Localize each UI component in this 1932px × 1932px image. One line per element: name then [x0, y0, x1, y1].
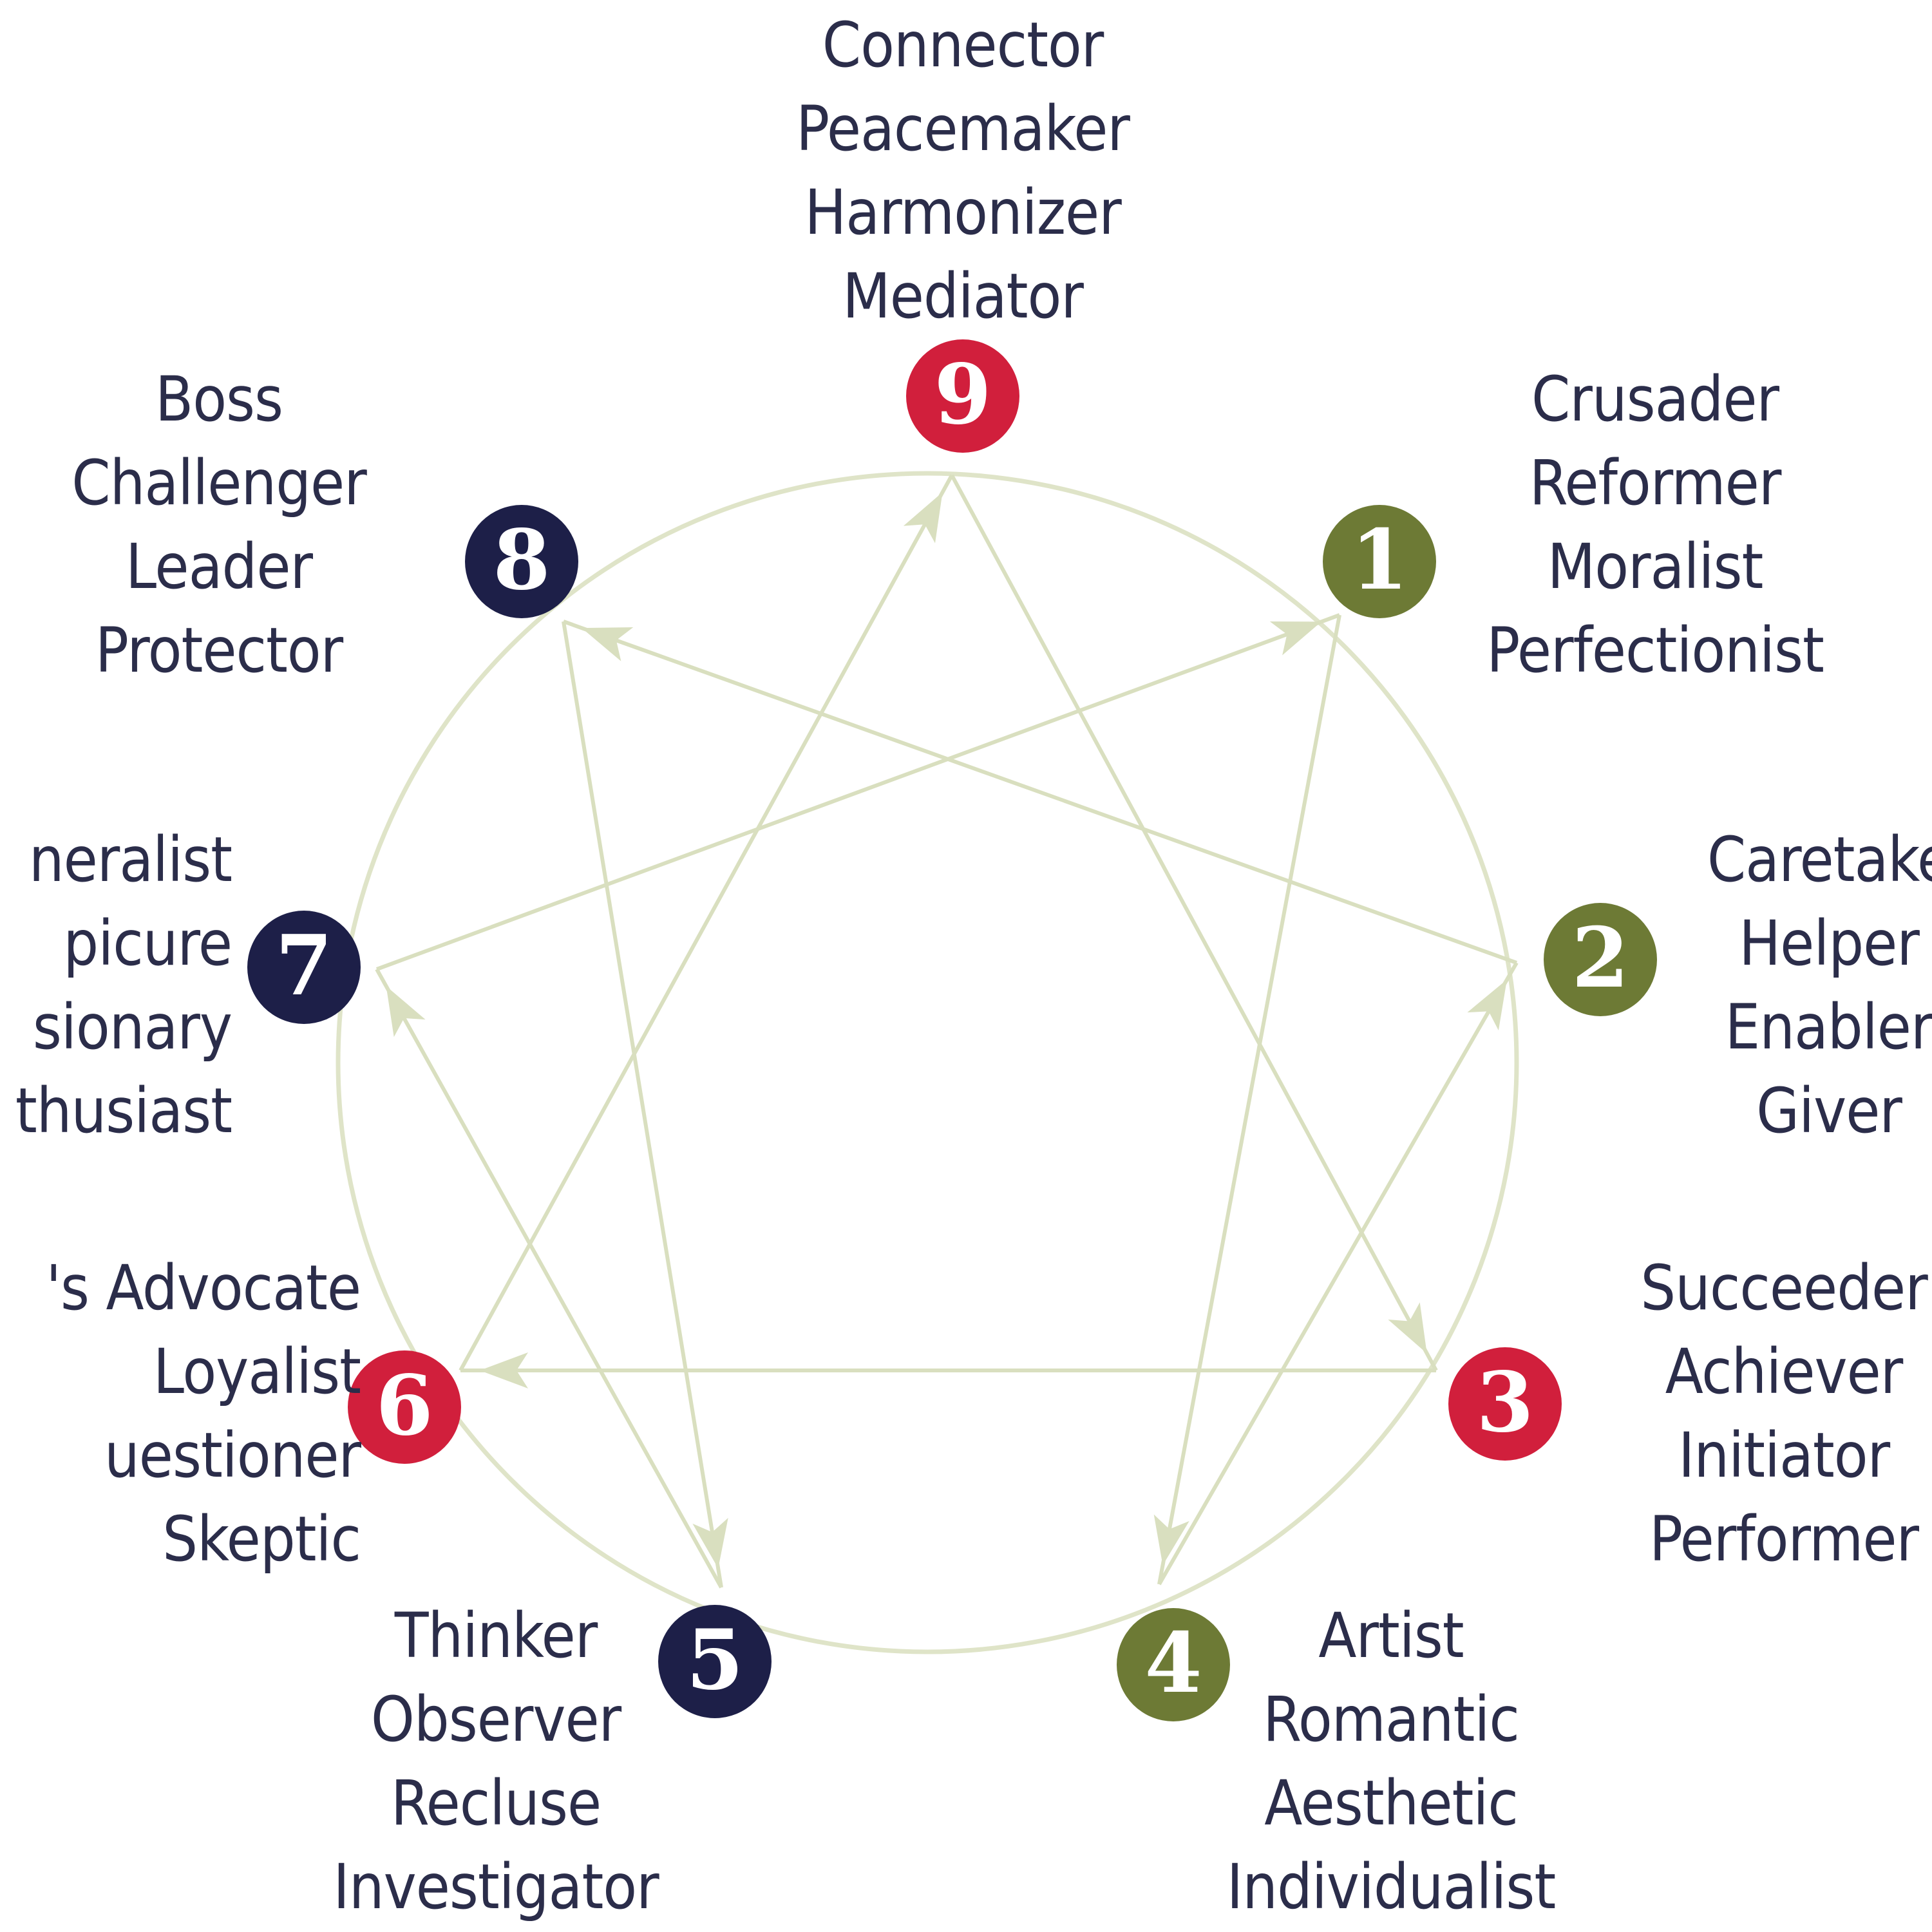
type-node-2: 2 — [1544, 903, 1657, 1016]
type-8-label: Leader — [126, 531, 313, 603]
type-5-label: Recluse — [390, 1767, 601, 1839]
type-7-label: sionary — [32, 991, 232, 1063]
type-node-circle-7 — [247, 911, 361, 1024]
type-7-label: neralist — [28, 824, 232, 896]
type-4-label: Artist — [1318, 1600, 1464, 1672]
type-8-label: Challenger — [71, 447, 366, 519]
type-5-label: Observer — [370, 1683, 621, 1756]
type-8-label: Protector — [95, 614, 343, 687]
type-9-label: Peacemaker — [796, 93, 1130, 165]
type-node-circle-3 — [1448, 1347, 1562, 1461]
type-4-label: Individualist — [1226, 1851, 1557, 1923]
type-number-6: 6 — [375, 1358, 433, 1454]
type-number-1: 1 — [1350, 512, 1408, 609]
type-number-4: 4 — [1144, 1615, 1202, 1712]
type-number-3: 3 — [1476, 1354, 1533, 1451]
arrowhead-4-to-2 — [1467, 980, 1507, 1030]
type-1-label: Perfectionist — [1486, 614, 1824, 687]
type-9-label: Mediator — [842, 260, 1084, 332]
type-3-label: Achiever — [1665, 1336, 1904, 1408]
arrowhead-5-to-7 — [386, 986, 426, 1037]
arrowhead-9-to-3 — [1388, 1302, 1427, 1354]
connection-line-9-to-3 — [950, 474, 1438, 1372]
type-6-label: 's Advocate — [46, 1252, 361, 1324]
type-1-label: Reformer — [1529, 447, 1782, 519]
type-6-label: Skeptic — [162, 1503, 361, 1575]
type-node-5: 5 — [658, 1605, 772, 1718]
enneagram-ring — [336, 471, 1519, 1654]
type-7-labels: neralist picure sionary thusiast — [0, 818, 232, 1153]
connection-lines — [375, 474, 1519, 1589]
type-7-label: thusiast — [15, 1075, 232, 1147]
type-9-label: Harmonizer — [804, 176, 1121, 249]
type-node-circle-9 — [906, 339, 1019, 453]
arrowhead-7-to-1 — [1269, 621, 1321, 656]
type-6-label: uestioner — [104, 1419, 361, 1492]
connection-line-2-to-8 — [562, 620, 1518, 965]
type-node-9: 9 — [906, 339, 1019, 453]
connection-line-6-to-9 — [459, 474, 954, 1372]
type-6-label: Loyalist — [153, 1336, 361, 1408]
type-4-label: Romantic — [1263, 1683, 1520, 1756]
type-number-8: 8 — [493, 512, 550, 609]
type-2-label: Giver — [1756, 1075, 1902, 1147]
type-3-label: Initiator — [1678, 1419, 1890, 1492]
arrowhead-8-to-5 — [692, 1517, 728, 1569]
connection-line-8-to-5 — [562, 621, 723, 1588]
type-2-label: Caretake — [1707, 824, 1932, 896]
connection-line-5-to-7 — [375, 968, 723, 1589]
type-9-label: Connector — [822, 9, 1104, 81]
type-node-circle-6 — [348, 1350, 461, 1464]
type-node-circle-5 — [658, 1605, 772, 1718]
type-node-circle-8 — [465, 505, 578, 618]
type-1-label: Crusader — [1531, 363, 1779, 435]
type-node-1: 1 — [1323, 505, 1436, 618]
type-nodes: 9 1 2 3 4 5 6 7 8 — [247, 339, 1657, 1721]
type-number-7: 7 — [275, 918, 332, 1014]
type-number-9: 9 — [934, 346, 991, 443]
type-node-circle-2 — [1544, 903, 1657, 1016]
type-8-label: Boss — [155, 363, 283, 435]
type-node-circle-1 — [1323, 505, 1436, 618]
connection-line-4-to-2 — [1157, 961, 1519, 1586]
arrowhead-3-to-6 — [480, 1352, 528, 1388]
type-number-5: 5 — [686, 1612, 743, 1709]
connection-arrows — [386, 492, 1507, 1569]
type-node-7: 7 — [247, 911, 361, 1024]
type-3-label: Performer — [1649, 1503, 1919, 1575]
type-node-6: 6 — [348, 1350, 461, 1464]
type-4-label: Aesthetic — [1264, 1767, 1519, 1839]
arrowhead-1-to-4 — [1153, 1514, 1189, 1566]
type-node-8: 8 — [465, 505, 578, 618]
type-2-label: Enabler — [1725, 991, 1932, 1063]
type-node-circle-4 — [1117, 1608, 1230, 1721]
arrowhead-2-to-8 — [582, 627, 634, 661]
type-node-4: 4 — [1117, 1608, 1230, 1721]
type-5-label: Investigator — [333, 1851, 659, 1923]
type-number-2: 2 — [1571, 910, 1629, 1007]
type-7-label: picure — [63, 907, 232, 980]
connection-line-1-to-4 — [1157, 614, 1341, 1585]
connection-line-7-to-1 — [375, 613, 1341, 971]
type-2-label: Helper — [1739, 907, 1920, 980]
type-3-label: Succeeder — [1640, 1252, 1927, 1324]
type-node-3: 3 — [1448, 1347, 1562, 1461]
type-1-label: Moralist — [1547, 531, 1764, 603]
arrowhead-6-to-9 — [903, 492, 943, 544]
type-5-label: Thinker — [394, 1600, 598, 1672]
